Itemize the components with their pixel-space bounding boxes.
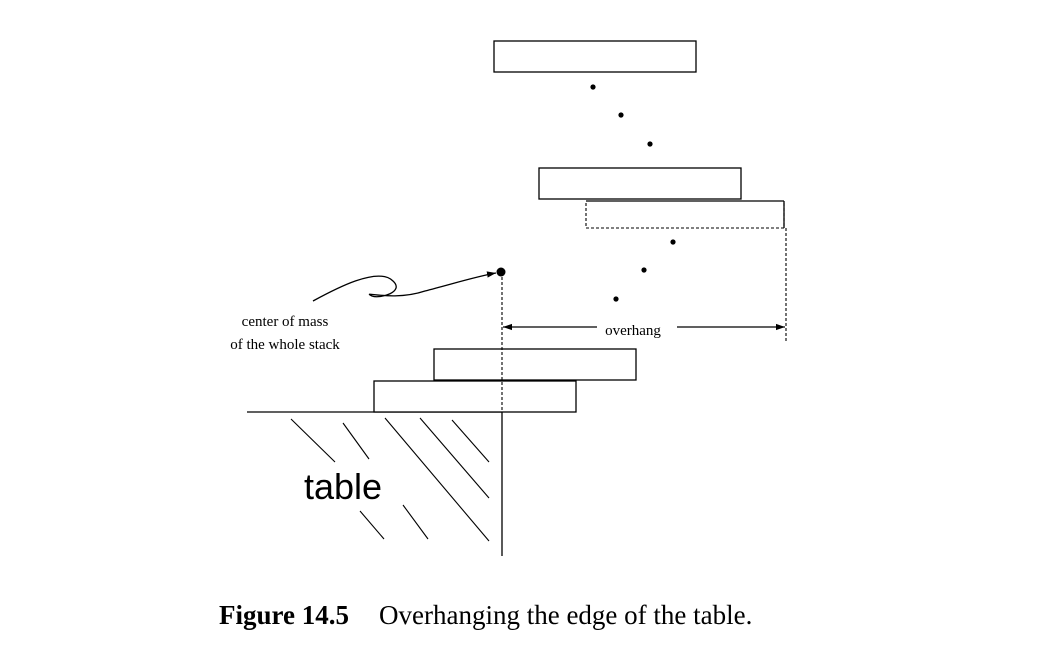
block-upper — [538, 167, 742, 200]
center-of-mass-point — [496, 267, 506, 277]
center-of-mass-label-line1: center of mass — [242, 314, 329, 330]
ellipsis-dots-upper — [590, 84, 653, 147]
figure-caption: Figure 14.5 Overhanging the edge of the t… — [219, 600, 752, 631]
center-of-mass-arrow — [312, 271, 497, 302]
figure-number: Figure 14.5 — [219, 600, 349, 630]
block-top-dashed — [585, 200, 785, 229]
block-second — [433, 348, 637, 381]
table-label: table — [304, 466, 382, 507]
ellipsis-dots-lower — [613, 239, 676, 302]
overhang-label: overhang — [605, 323, 661, 339]
center-of-mass-label-line2: of the whole stack — [230, 337, 340, 353]
block-bottom — [373, 380, 577, 413]
table-hatching — [290, 417, 490, 542]
block-top — [493, 40, 697, 73]
figure-caption-text: Overhanging the edge of the table. — [379, 600, 753, 630]
